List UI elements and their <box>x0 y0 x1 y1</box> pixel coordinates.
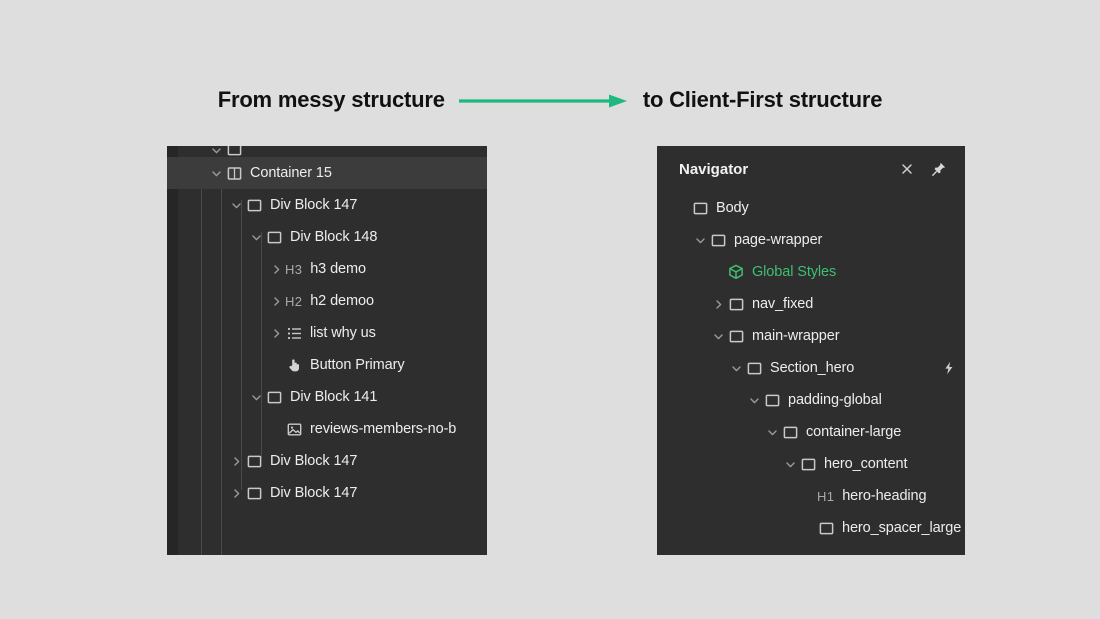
chevron-down-icon[interactable] <box>693 233 707 247</box>
tree-row-label: Div Block 147 <box>270 453 358 469</box>
div-block-icon <box>265 229 283 245</box>
chevron-down-icon[interactable] <box>729 361 743 375</box>
navigator-header: Navigator <box>657 146 965 192</box>
tree-row[interactable]: Div Block 148 <box>167 221 487 253</box>
chevron-down-icon[interactable] <box>747 393 761 407</box>
tree-row[interactable]: Div Block 147 <box>167 189 487 221</box>
tree-row[interactable]: Button Primary <box>167 349 487 381</box>
cube-icon <box>727 264 745 280</box>
div-block-icon <box>727 296 745 312</box>
tree-row-label: hero_spacer_large <box>842 520 962 536</box>
tree-row-label: page-wrapper <box>734 232 823 248</box>
element-tag-label: H3 <box>285 261 303 277</box>
tree-row-label: Global Styles <box>752 264 837 280</box>
div-block-icon <box>245 197 263 213</box>
tree-row[interactable]: container-large <box>657 416 965 448</box>
tree-row[interactable]: Div Block 147 <box>167 477 487 509</box>
div-block-icon <box>727 328 745 344</box>
div-block-icon <box>799 456 817 472</box>
div-block-icon <box>817 520 835 536</box>
chevron-right-icon[interactable] <box>229 454 243 468</box>
tree-row[interactable]: Container 15 <box>167 157 487 189</box>
pointer-hand-icon <box>285 357 303 373</box>
tree-row[interactable]: list why us <box>167 317 487 349</box>
div-block-icon <box>245 485 263 501</box>
tree-row-label: hero_content <box>824 456 908 472</box>
tree-row[interactable]: Section_hero <box>657 352 965 384</box>
div-block-icon <box>225 146 243 157</box>
tree-row[interactable]: reviews-members-no-b <box>167 413 487 445</box>
chevron-right-icon[interactable] <box>269 262 283 276</box>
tree-row[interactable]: page-wrapper <box>657 224 965 256</box>
div-block-icon <box>781 424 799 440</box>
chevron-down-icon[interactable] <box>249 230 263 244</box>
div-block-icon <box>245 453 263 469</box>
element-tag-label: H2 <box>285 293 303 309</box>
tree-row[interactable]: Div Block 141 <box>167 381 487 413</box>
pin-icon[interactable] <box>931 161 947 177</box>
tree-row-label: Div Block 141 <box>290 389 378 405</box>
navigator-title: Navigator <box>679 160 749 178</box>
arrow-right-icon <box>458 93 629 109</box>
tree-row-label: container-large <box>806 424 902 440</box>
image-icon <box>285 421 303 437</box>
tree-row-partial[interactable] <box>167 146 487 157</box>
container-icon <box>225 165 243 181</box>
div-block-icon <box>745 360 763 376</box>
tree-row[interactable]: Global Styles <box>657 256 965 288</box>
chevron-down-icon[interactable] <box>209 146 223 157</box>
chevron-right-icon[interactable] <box>229 486 243 500</box>
div-block-icon <box>763 392 781 408</box>
tree-row-label: h3 demo <box>310 261 366 277</box>
chevron-down-icon[interactable] <box>229 198 243 212</box>
tree-row[interactable]: Div Block 147 <box>167 445 487 477</box>
div-block-icon <box>265 389 283 405</box>
tree-row[interactable]: padding-global <box>657 384 965 416</box>
headline-banner: From messy structure to Client-First str… <box>0 84 1100 116</box>
div-block-icon <box>709 232 727 248</box>
tree-row[interactable]: hero_spacer_large <box>657 512 965 544</box>
tree-row-label: Button Primary <box>310 357 405 373</box>
div-block-icon <box>691 200 709 216</box>
tree-row-label: h2 demoo <box>310 293 374 309</box>
chevron-down-icon[interactable] <box>249 390 263 404</box>
chevron-down-icon[interactable] <box>783 457 797 471</box>
tree-row-label: reviews-members-no-b <box>310 421 457 437</box>
tree-row-label: main-wrapper <box>752 328 840 344</box>
tree-row-label: Div Block 147 <box>270 197 358 213</box>
tree-row-label: Container 15 <box>250 165 332 181</box>
tree-row[interactable]: H3 h3 demo <box>167 253 487 285</box>
tree-row[interactable]: Body <box>657 192 965 224</box>
tree-row[interactable]: H2 h2 demoo <box>167 285 487 317</box>
tree-row-label: Div Block 148 <box>290 229 378 245</box>
tree-row-label: nav_fixed <box>752 296 814 312</box>
chevron-right-icon[interactable] <box>269 326 283 340</box>
element-tag-label: H1 <box>817 488 835 504</box>
tree-row-label: hero-heading <box>842 488 927 504</box>
chevron-right-icon[interactable] <box>269 294 283 308</box>
tree-row-label: Body <box>716 200 749 216</box>
tree-row-label: padding-global <box>788 392 882 408</box>
tree-row-label: Section_hero <box>770 360 855 376</box>
list-icon <box>285 325 303 341</box>
chevron-right-icon[interactable] <box>711 297 725 311</box>
headline-right-text: to Client-First structure <box>642 87 883 112</box>
tree-row[interactable]: hero_content <box>657 448 965 480</box>
chevron-down-icon[interactable] <box>209 166 223 180</box>
tree-row-label: list why us <box>310 325 376 341</box>
headline-left-text: From messy structure <box>217 87 445 112</box>
lightning-icon <box>943 361 955 375</box>
chevron-down-icon[interactable] <box>765 425 779 439</box>
tree-row[interactable]: H1 hero-heading <box>657 480 965 512</box>
tree-row[interactable]: nav_fixed <box>657 288 965 320</box>
panel-gutter-left <box>167 146 178 555</box>
tree-row-label: Div Block 147 <box>270 485 358 501</box>
tree-row[interactable]: main-wrapper <box>657 320 965 352</box>
close-icon[interactable] <box>899 161 915 177</box>
chevron-down-icon[interactable] <box>711 329 725 343</box>
